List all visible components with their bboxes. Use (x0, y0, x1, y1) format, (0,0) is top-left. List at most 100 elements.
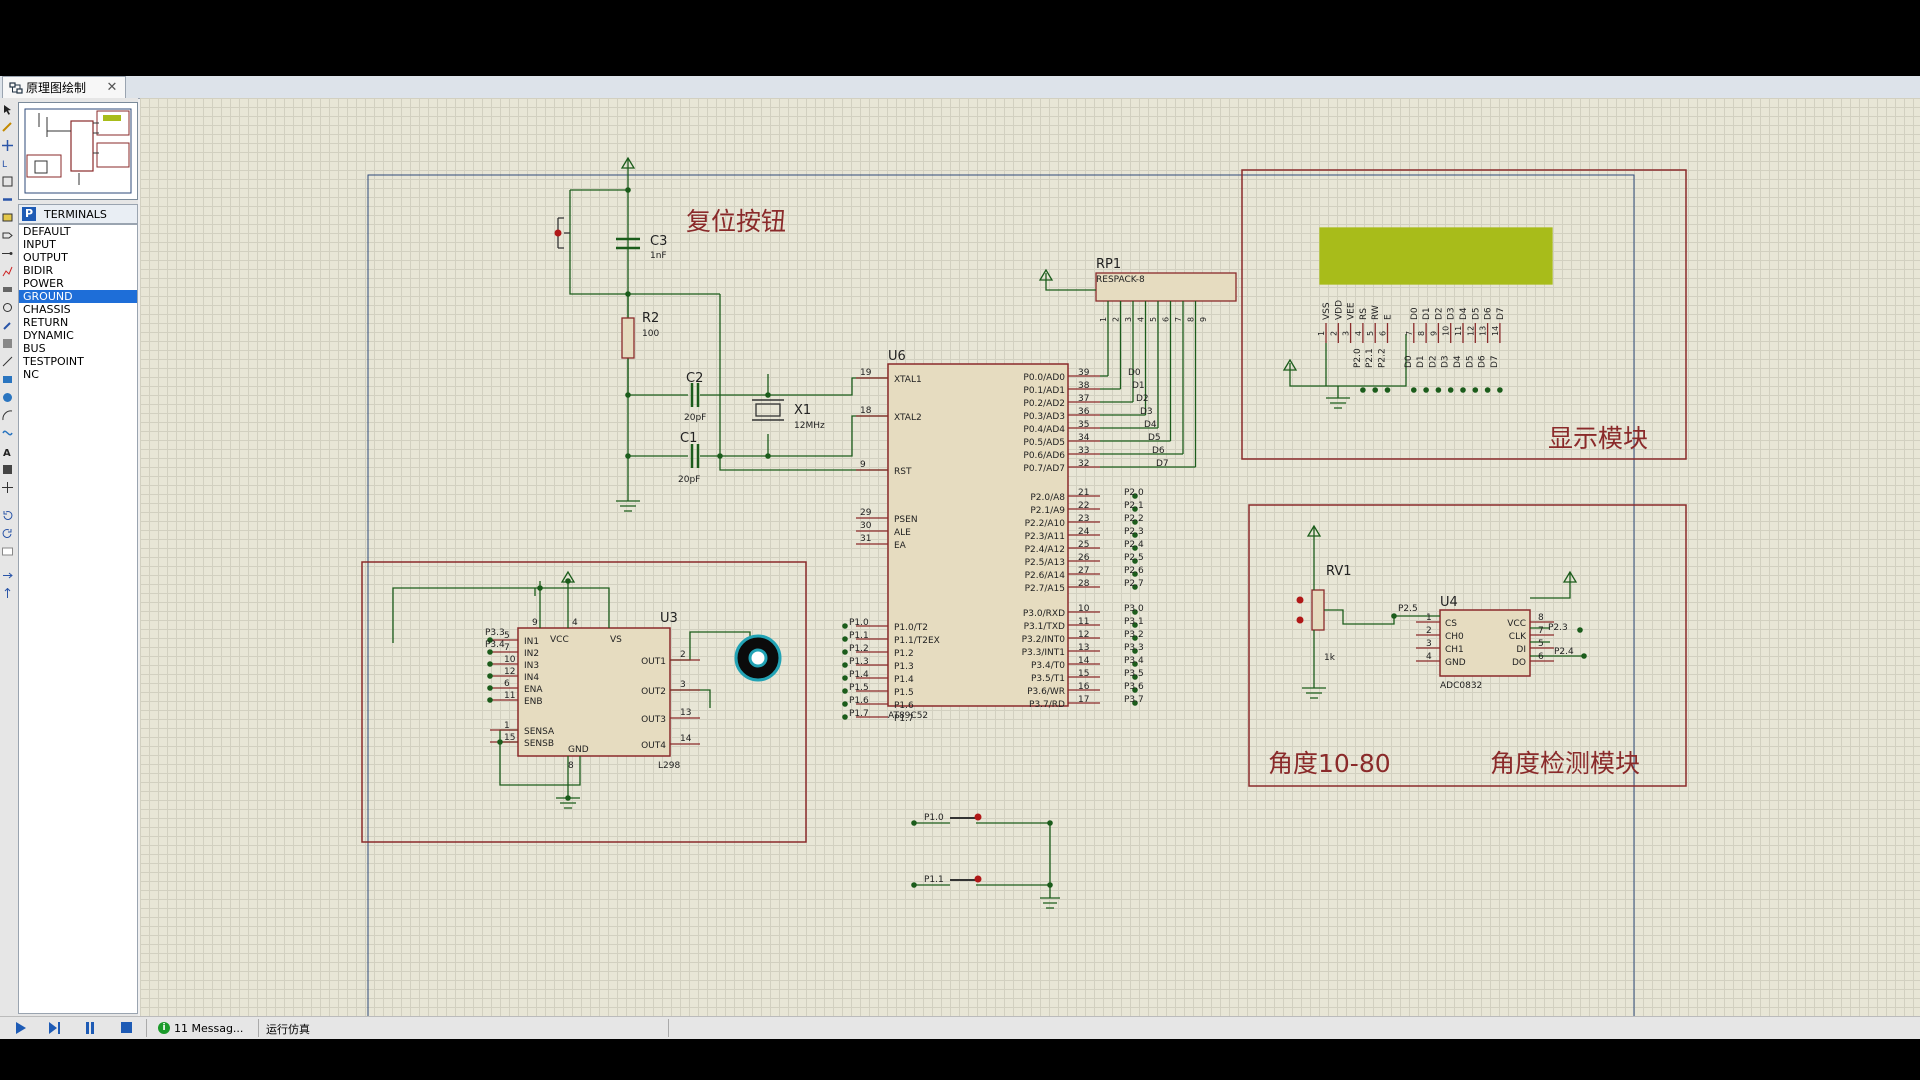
reset-section-label: 复位按钮 (686, 207, 786, 236)
lcd-pin-name: D7 (1496, 307, 1506, 320)
step-icon[interactable] (46, 1021, 62, 1035)
p1-net-label: P1.3 (849, 657, 869, 667)
subcircuit-icon[interactable] (2, 212, 13, 223)
mirror-x-icon[interactable] (2, 570, 13, 581)
rp1-pin-num: 4 (1137, 317, 1146, 322)
rotate-ccw-icon[interactable] (2, 528, 13, 539)
instrument-icon[interactable] (2, 338, 13, 349)
terminal-item-output[interactable]: OUTPUT (23, 251, 68, 264)
junction-icon[interactable] (2, 140, 13, 151)
u6-p3-pin-name: P3.4/T0 (1031, 661, 1065, 671)
marker-icon[interactable] (2, 482, 13, 493)
bus-icon[interactable] (2, 194, 13, 205)
angle-field-icon[interactable] (2, 546, 13, 557)
terminal-item-chassis[interactable]: CHASSIS (23, 303, 71, 316)
u6-p0-pin-num: 33 (1078, 446, 1089, 456)
c2-ref: C2 (686, 371, 703, 386)
select-arrow-icon[interactable] (2, 104, 13, 115)
symbol-icon[interactable] (2, 464, 13, 475)
pause-icon[interactable] (82, 1021, 98, 1035)
u4-pin-name: CLK (1509, 632, 1527, 642)
terminal-item-default[interactable]: DEFAULT (23, 225, 71, 238)
generator-icon[interactable] (2, 302, 13, 313)
component-icon[interactable] (2, 122, 13, 133)
u6-p2-pin-name: P2.5/A13 (1025, 558, 1065, 568)
u3-pin-num: 4 (572, 618, 578, 628)
junction-dot (765, 453, 771, 459)
p1-junction-dot (842, 623, 848, 629)
u6-p0-pin-num: 39 (1078, 368, 1090, 378)
graph-icon[interactable] (2, 266, 13, 277)
mirror-y-icon[interactable] (2, 588, 13, 599)
messages-count: 11 Messag... (174, 1021, 244, 1035)
terminal-item-nc[interactable]: NC (23, 368, 39, 381)
u3-pin-num: 1 (504, 721, 510, 731)
u6-pin-num: 19 (860, 368, 872, 378)
tape-icon[interactable] (2, 284, 13, 295)
tab-schematic[interactable]: 原理图绘制 ✕ (2, 76, 126, 98)
lcd-pin-num: 14 (1491, 326, 1500, 336)
c1-value: 20pF (678, 475, 700, 485)
messages-indicator[interactable]: i 11 Messag... (158, 1020, 243, 1036)
overview-window[interactable] (18, 102, 138, 200)
terminal-item-testpoint[interactable]: TESTPOINT (23, 355, 84, 368)
u3-pin-name: GND (568, 745, 589, 755)
u6-part: AT89C52 (888, 711, 928, 721)
u6-pin-name: PSEN (894, 515, 918, 525)
x1-value: 12MHz (794, 421, 825, 431)
text-icon[interactable]: A (2, 446, 13, 457)
u6-p1-pin-name: P1.0/T2 (894, 623, 928, 633)
probe-icon[interactable] (2, 320, 13, 331)
junction-dot (717, 453, 723, 459)
close-icon[interactable]: ✕ (106, 80, 118, 95)
p1-net-label: P1.5 (849, 683, 869, 693)
circle-icon[interactable] (2, 392, 13, 403)
terminal-item-bus[interactable]: BUS (23, 342, 46, 355)
lcd-net-dot (1460, 387, 1466, 393)
pick-devices-button[interactable]: P (22, 207, 36, 221)
u6-pin-num: 9 (860, 460, 866, 470)
device-pin-icon[interactable] (2, 248, 13, 259)
u6-p2-net-dot (1132, 506, 1138, 512)
terminal-item-return[interactable]: RETURN (23, 316, 69, 329)
u6-p2-net-label: P2.4 (1124, 540, 1144, 550)
text-script-icon[interactable] (2, 176, 13, 187)
object-selector-panel: P TERMINALS DEFAULT INPUT OUTPUT BIDIR P… (16, 98, 138, 1016)
terminal-item-bidir[interactable]: BIDIR (23, 264, 54, 277)
terminals-list[interactable]: DEFAULT INPUT OUTPUT BIDIR POWER GROUND … (18, 224, 138, 1014)
rp1-pin-num: 1 (1099, 317, 1108, 322)
lcd-net-label: D3 (1441, 355, 1451, 368)
lcd-pin-num: 7 (1405, 331, 1414, 336)
lcd-net-dot (1411, 387, 1417, 393)
terminal-icon[interactable] (2, 230, 13, 241)
lcd-pin-name: D0 (1410, 307, 1420, 320)
stop-icon[interactable] (118, 1021, 134, 1035)
play-icon[interactable] (12, 1021, 28, 1035)
line-icon[interactable] (2, 356, 13, 367)
terminal-item-dynamic[interactable]: DYNAMIC (23, 329, 74, 342)
path-icon[interactable] (2, 428, 13, 439)
u6-p2-pin-num: 24 (1078, 527, 1090, 537)
terminal-item-ground[interactable]: GROUND (19, 290, 137, 303)
u3-net-label: P3.4 (485, 640, 505, 650)
u6-p3-net-label: P3.2 (1124, 630, 1144, 640)
lcd-pin-name: VDD (1334, 300, 1344, 320)
c3-ref: C3 (650, 234, 667, 249)
box-icon[interactable] (2, 374, 13, 385)
arc-icon[interactable] (2, 410, 13, 421)
button-net-label: P1.0 (924, 813, 944, 823)
rotate-cw-icon[interactable] (2, 510, 13, 521)
simulation-status: 运行仿真 (266, 1023, 310, 1036)
junction-dot (565, 795, 571, 801)
terminal-item-input[interactable]: INPUT (23, 238, 56, 251)
u6-p2-net-label: P2.3 (1124, 527, 1144, 537)
lcd-pin-num: 3 (1342, 331, 1351, 336)
u4-net-dot (1577, 627, 1583, 633)
lcd-net-dot (1447, 387, 1454, 393)
app-window: 原理图绘制 ✕ L A (0, 76, 1920, 1039)
u6-p3-pin-num: 15 (1078, 669, 1089, 679)
label-icon[interactable]: L (2, 158, 13, 169)
terminal-item-power[interactable]: POWER (23, 277, 64, 290)
u4-pin-name: VCC (1507, 619, 1526, 629)
